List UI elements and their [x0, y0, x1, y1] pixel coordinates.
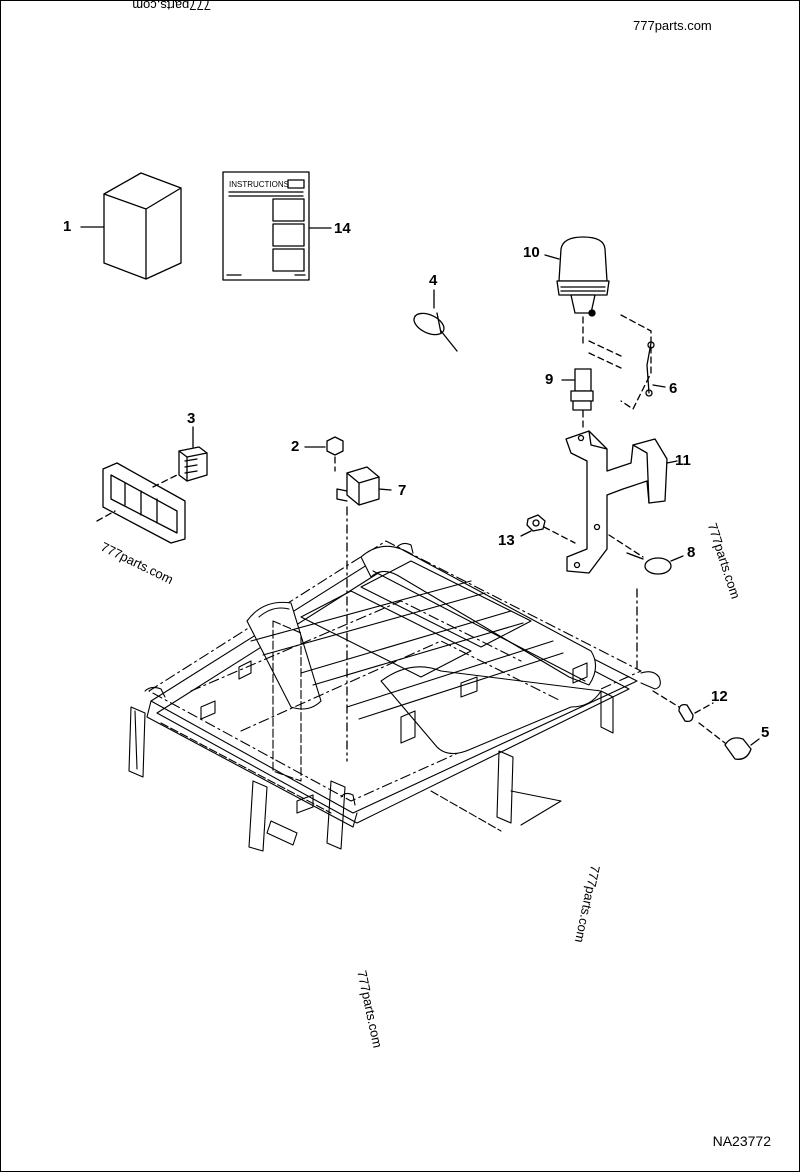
callout-1: 1 — [63, 218, 72, 235]
callout-7: 7 — [398, 482, 407, 499]
callout-5: 5 — [761, 724, 770, 741]
callout-10: 10 — [523, 244, 540, 261]
part-5-cap — [698, 722, 760, 760]
part-10-beacon — [544, 236, 610, 344]
part-8-clamp — [608, 534, 684, 670]
watermark-top-edge: 777parts.com — [132, 0, 211, 13]
callout-13: 13 — [498, 532, 515, 549]
part-14-instructions — [222, 171, 332, 281]
part-3-switch — [96, 426, 208, 544]
instructions-title: INSTRUCTIONS — [229, 180, 289, 189]
callout-14: 14 — [334, 220, 351, 237]
callout-8: 8 — [687, 544, 696, 561]
callout-12: 12 — [711, 688, 728, 705]
callout-3: 3 — [187, 410, 196, 427]
part-6-harness — [588, 314, 666, 410]
callout-4: 4 — [429, 272, 438, 289]
watermark-top-right: 777parts.com — [633, 18, 712, 33]
part-4-cable-tie — [413, 289, 458, 352]
part-1-box — [80, 172, 182, 280]
part-7-relay — [336, 466, 392, 762]
part-13-nut — [520, 514, 576, 544]
drawing-id: NA23772 — [712, 1133, 771, 1149]
part-9-mount — [561, 368, 594, 432]
callout-2: 2 — [291, 438, 300, 455]
cab-roof-frame — [128, 540, 661, 852]
part-11-bracket — [565, 430, 678, 574]
part-12-plug — [652, 690, 714, 723]
part-2-nut — [304, 436, 344, 472]
callout-9: 9 — [545, 371, 554, 388]
callout-6: 6 — [669, 380, 678, 397]
callout-11: 11 — [675, 452, 691, 469]
